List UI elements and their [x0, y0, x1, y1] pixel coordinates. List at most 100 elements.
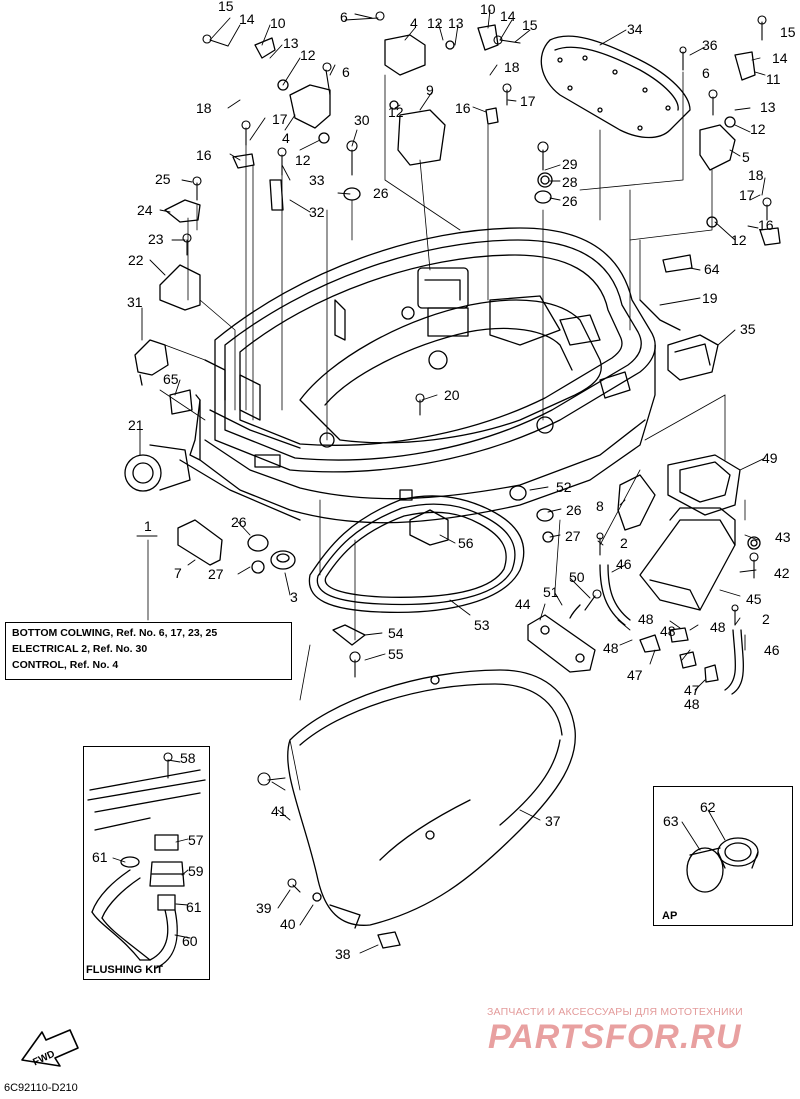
callout-10b: 10 — [480, 1, 496, 17]
callout-55: 55 — [388, 646, 404, 662]
callout-46b: 46 — [764, 642, 780, 658]
callout-49: 49 — [762, 450, 778, 466]
callout-18a: 18 — [196, 100, 212, 116]
ap-parts — [686, 837, 759, 893]
callout-32: 32 — [309, 204, 325, 220]
callout-numbers: 1 2 2 3 4 4 5 6 6 6 7 8 9 10 10 11 12 12… — [31, 0, 795, 1068]
callout-50: 50 — [569, 569, 585, 585]
callout-6a: 6 — [340, 9, 348, 25]
callout-5: 5 — [742, 149, 750, 165]
callout-4a: 4 — [410, 15, 418, 31]
callout-40: 40 — [280, 916, 296, 932]
callout-26d: 26 — [231, 514, 247, 530]
callout-10a: 10 — [270, 15, 286, 31]
callout-62: 62 — [700, 799, 716, 815]
reference-line-1: BOTTOM COLWING, Ref. No. 6, 17, 23, 25 — [12, 627, 218, 639]
callout-19: 19 — [702, 290, 718, 306]
seal-53 — [308, 495, 525, 614]
callout-16b: 16 — [455, 100, 471, 116]
callout-61b: 61 — [186, 899, 202, 915]
callout-7: 7 — [174, 565, 182, 581]
callout-22: 22 — [128, 252, 144, 268]
callout-63: 63 — [663, 813, 679, 829]
callout-17c: 17 — [739, 187, 755, 203]
reference-line-3: CONTROL, Ref. No. 4 — [12, 659, 119, 671]
callout-14b: 14 — [500, 8, 516, 24]
lower-cowling-37 — [287, 669, 576, 929]
callout-42: 42 — [774, 565, 790, 581]
callout-60: 60 — [182, 933, 198, 949]
part-34-cover — [540, 35, 691, 139]
callout-43: 43 — [775, 529, 791, 545]
callout-12a: 12 — [300, 47, 316, 63]
callout-25: 25 — [155, 171, 171, 187]
callout-26c: 26 — [566, 502, 582, 518]
callout-36: 36 — [702, 37, 718, 53]
callout-27a: 27 — [208, 566, 224, 582]
callout-39: 39 — [256, 900, 272, 916]
callout-53: 53 — [474, 617, 490, 633]
fwd-arrow — [21, 1029, 79, 1067]
reference-line-2: ELECTRICAL 2, Ref. No. 30 — [12, 643, 148, 655]
callout-59: 59 — [188, 863, 204, 879]
callout-17b: 17 — [520, 93, 536, 109]
callout-15c: 15 — [780, 24, 796, 40]
callout-2b: 2 — [762, 611, 770, 627]
ap-box — [653, 786, 793, 926]
callout-18b: 18 — [504, 59, 520, 75]
callout-26a: 26 — [373, 185, 389, 201]
callout-26b: 26 — [562, 193, 578, 209]
callout-12b: 12 — [427, 15, 443, 31]
callout-15b: 15 — [522, 17, 538, 33]
callout-1: 1 — [144, 518, 152, 534]
flushing-kit-label: FLUSHING KIT — [86, 964, 163, 976]
callout-13a: 13 — [283, 35, 299, 51]
callout-15a: 15 — [218, 0, 234, 14]
leader-lines — [112, 9, 766, 954]
callout-48e: 48 — [684, 696, 700, 712]
callout-30: 30 — [354, 112, 370, 128]
callout-6b: 6 — [342, 64, 350, 80]
reference-note-box: BOTTOM COLWING, Ref. No. 6, 17, 23, 25 E… — [5, 622, 292, 680]
callout-21: 21 — [128, 417, 144, 433]
callout-38: 38 — [335, 946, 351, 962]
callout-31: 31 — [127, 294, 143, 310]
callout-34: 34 — [627, 21, 643, 37]
callout-6c: 6 — [702, 65, 710, 81]
callout-47a: 47 — [627, 667, 643, 683]
callout-9: 9 — [426, 82, 434, 98]
callout-47b: 47 — [684, 682, 700, 698]
callout-45: 45 — [746, 591, 762, 607]
callout-16a: 16 — [196, 147, 212, 163]
watermark-logo: PARTSFOR.RU — [488, 1018, 742, 1056]
callout-12d: 12 — [295, 152, 311, 168]
callout-61a: 61 — [92, 849, 108, 865]
callout-27b: 27 — [565, 528, 581, 544]
callout-8: 8 — [596, 498, 604, 514]
callout-48d: 48 — [710, 619, 726, 635]
callout-16c: 16 — [758, 217, 774, 233]
callout-11: 11 — [766, 71, 781, 87]
callout-46a: 46 — [616, 556, 632, 572]
callout-17a: 17 — [272, 111, 288, 127]
callout-51: 51 — [543, 584, 559, 600]
callout-23: 23 — [148, 231, 164, 247]
callout-2a: 2 — [620, 535, 628, 551]
callout-41: 41 — [271, 803, 287, 819]
watermark-tagline: ЗАПЧАСТИ И АКСЕССУАРЫ ДЛЯ МОТОТЕХНИКИ — [487, 1006, 743, 1018]
callout-35: 35 — [740, 321, 756, 337]
diagram-code: 6C92110-D210 — [4, 1082, 78, 1094]
callout-57: 57 — [188, 832, 204, 848]
callout-29: 29 — [562, 156, 578, 172]
callout-12f: 12 — [731, 232, 747, 248]
callout-52: 52 — [556, 479, 572, 495]
callout-65: 65 — [163, 371, 179, 387]
callout-24: 24 — [137, 202, 153, 218]
callout-64: 64 — [704, 261, 720, 277]
callout-13b: 13 — [448, 15, 464, 31]
callout-58: 58 — [180, 750, 196, 766]
callout-18c: 18 — [748, 167, 764, 183]
bottom-cowling — [179, 227, 656, 524]
callout-12c: 12 — [388, 104, 404, 120]
